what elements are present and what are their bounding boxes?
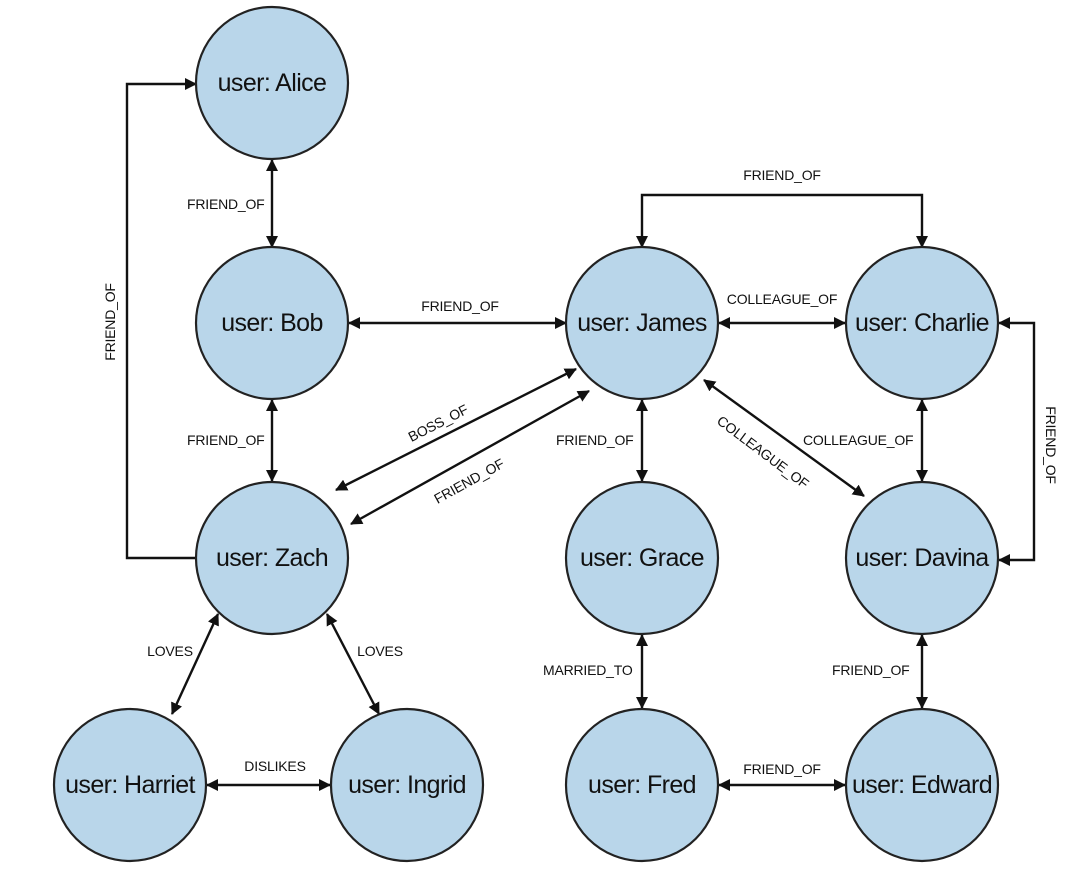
node-label-grace: user: Grace <box>580 544 704 572</box>
node-circle-grace <box>564 480 720 636</box>
edge-zach-james-friend <box>350 389 590 526</box>
edge-label-zach-ingrid: LOVES <box>357 643 403 659</box>
node-circle-charlie <box>844 245 1000 401</box>
edge-label-harriet-ingrid: DISLIKES <box>244 758 305 774</box>
edge-james-davina <box>703 379 865 497</box>
node-harriet: user: Harriet <box>52 707 208 863</box>
edges-layer <box>125 78 1036 791</box>
node-label-harriet: user: Harriet <box>65 771 195 799</box>
node-label-zach: user: Zach <box>216 544 328 572</box>
edge-label-grace-fred: MARRIED_TO <box>543 662 633 678</box>
node-charlie: user: Charlie <box>844 245 1000 401</box>
node-circle-harriet <box>52 707 208 863</box>
node-label-fred: user: Fred <box>588 771 696 799</box>
edge-label-zach-harriet: LOVES <box>147 643 193 659</box>
node-bob: user: Bob <box>194 245 350 401</box>
node-circle-fred <box>564 707 720 863</box>
edge-label-charlie-davina-colleague: COLLEAGUE_OF <box>803 432 913 448</box>
edge-label-davina-edward: FRIEND_OF <box>832 662 910 678</box>
node-circle-alice <box>194 5 350 161</box>
edge-label-zach-james-friend: FRIEND_OF <box>431 455 507 507</box>
edge-label-james-charlie-colleague: COLLEAGUE_OF <box>727 291 837 307</box>
edge-label-fred-edward: FRIEND_OF <box>743 761 821 777</box>
node-edward: user: Edward <box>844 707 1000 863</box>
node-label-james: user: James <box>577 309 707 337</box>
edge-label-james-davina: COLLEAGUE_OF <box>714 412 812 491</box>
edge-label-alice-bob: FRIEND_OF <box>187 196 265 212</box>
node-zach: user: Zach <box>194 480 350 636</box>
edge-james-charlie-friend <box>636 193 928 248</box>
node-label-alice: user: Alice <box>218 69 327 97</box>
node-circle-davina <box>844 480 1000 636</box>
edge-zach-harriet <box>170 613 220 715</box>
edge-label-bob-zach: FRIEND_OF <box>187 432 265 448</box>
edge-james-zach-boss <box>335 367 577 492</box>
node-label-charlie: user: Charlie <box>855 309 989 337</box>
nodes-layer: user: Alice user: Bob user: Zach user: Harr… <box>52 5 1000 863</box>
node-ingrid: user: Ingrid <box>329 707 485 863</box>
edge-label-james-charlie-friend: FRIEND_OF <box>743 167 821 183</box>
node-davina: user: Davina <box>844 480 1000 636</box>
node-circle-zach <box>194 480 350 636</box>
node-label-davina: user: Davina <box>855 544 989 572</box>
edge-label-james-grace: FRIEND_OF <box>556 432 634 448</box>
node-circle-bob <box>194 245 350 401</box>
node-label-edward: user: Edward <box>852 771 992 799</box>
node-label-bob: user: Bob <box>221 309 323 337</box>
edge-zach-alice <box>125 78 197 560</box>
edge-label-charlie-davina-friend: FRIEND_OF <box>1043 406 1059 484</box>
node-james: user: James <box>564 245 720 401</box>
node-circle-edward <box>844 707 1000 863</box>
node-grace: user: Grace <box>564 480 720 636</box>
node-label-ingrid: user: Ingrid <box>348 771 466 799</box>
edge-charlie-davina-friend <box>998 317 1036 566</box>
edge-zach-ingrid <box>325 613 381 715</box>
node-circle-james <box>564 245 720 401</box>
node-fred: user: Fred <box>564 707 720 863</box>
node-circle-ingrid <box>329 707 485 863</box>
edge-label-zach-alice: FRIEND_OF <box>102 283 118 361</box>
edge-label-bob-james: FRIEND_OF <box>421 298 499 314</box>
node-alice: user: Alice <box>194 5 350 161</box>
